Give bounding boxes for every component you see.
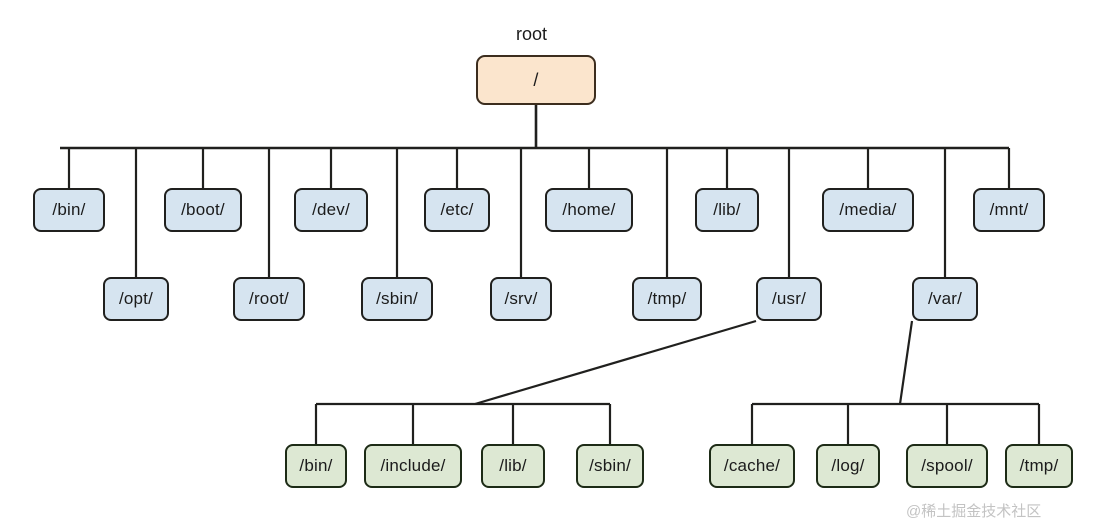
node-label: /boot/: [181, 200, 225, 219]
node-label: /: [533, 69, 539, 90]
node-root[interactable]: /: [476, 55, 596, 105]
node-label: /mnt/: [989, 200, 1029, 219]
node-root-l1[interactable]: /root/: [233, 277, 305, 321]
node-label: /log/: [831, 456, 865, 475]
node-var-spool[interactable]: /spool/: [906, 444, 988, 488]
node-label: /include/: [380, 456, 446, 475]
node-usr-include[interactable]: /include/: [364, 444, 462, 488]
node-label: /lib/: [499, 456, 527, 475]
node-tmp-l1[interactable]: /tmp/: [632, 277, 702, 321]
node-var-log[interactable]: /log/: [816, 444, 880, 488]
node-label: /dev/: [312, 200, 350, 219]
node-label: /spool/: [921, 456, 973, 475]
node-var-tmp[interactable]: /tmp/: [1005, 444, 1073, 488]
edge-usr-diagonal: [474, 319, 757, 406]
node-bin-l1[interactable]: /bin/: [33, 188, 105, 232]
node-label: /tmp/: [1019, 456, 1059, 475]
node-media-l1[interactable]: /media/: [822, 188, 914, 232]
node-dev-l1[interactable]: /dev/: [294, 188, 368, 232]
node-label: /root/: [249, 289, 289, 308]
node-usr-sbin[interactable]: /sbin/: [576, 444, 644, 488]
node-label: /bin/: [52, 200, 86, 219]
edge-var-diagonal: [898, 320, 914, 405]
node-label: /var/: [927, 289, 963, 308]
node-label: /media/: [839, 200, 897, 219]
node-label: /home/: [562, 200, 616, 219]
node-label: /srv/: [504, 289, 538, 308]
node-label: /opt/: [118, 289, 154, 308]
node-etc-l1[interactable]: /etc/: [424, 188, 490, 232]
node-label: /lib/: [713, 200, 741, 219]
node-boot-l1[interactable]: /boot/: [164, 188, 242, 232]
node-lib-l1[interactable]: /lib/: [695, 188, 759, 232]
node-label: /sbin/: [376, 289, 418, 308]
node-label: /cache/: [723, 456, 781, 475]
node-label: /etc/: [440, 200, 474, 219]
node-usr-lib[interactable]: /lib/: [481, 444, 545, 488]
node-opt-l1[interactable]: /opt/: [103, 277, 169, 321]
node-label: /sbin/: [589, 456, 631, 475]
node-srv-l1[interactable]: /srv/: [490, 277, 552, 321]
watermark-label: @稀土掘金技术社区: [906, 503, 1042, 520]
node-label: /bin/: [299, 456, 333, 475]
node-var-cache[interactable]: /cache/: [709, 444, 795, 488]
node-label: /tmp/: [647, 289, 687, 308]
node-usr-bin[interactable]: /bin/: [285, 444, 347, 488]
node-var-l1[interactable]: /var/: [912, 277, 978, 321]
node-usr-l1[interactable]: /usr/: [756, 277, 822, 321]
root-caption: root: [516, 24, 548, 44]
node-sbin-l1[interactable]: /sbin/: [361, 277, 433, 321]
node-label: /usr/: [771, 289, 807, 308]
node-home-l1[interactable]: /home/: [545, 188, 633, 232]
node-mnt-l1[interactable]: /mnt/: [973, 188, 1045, 232]
